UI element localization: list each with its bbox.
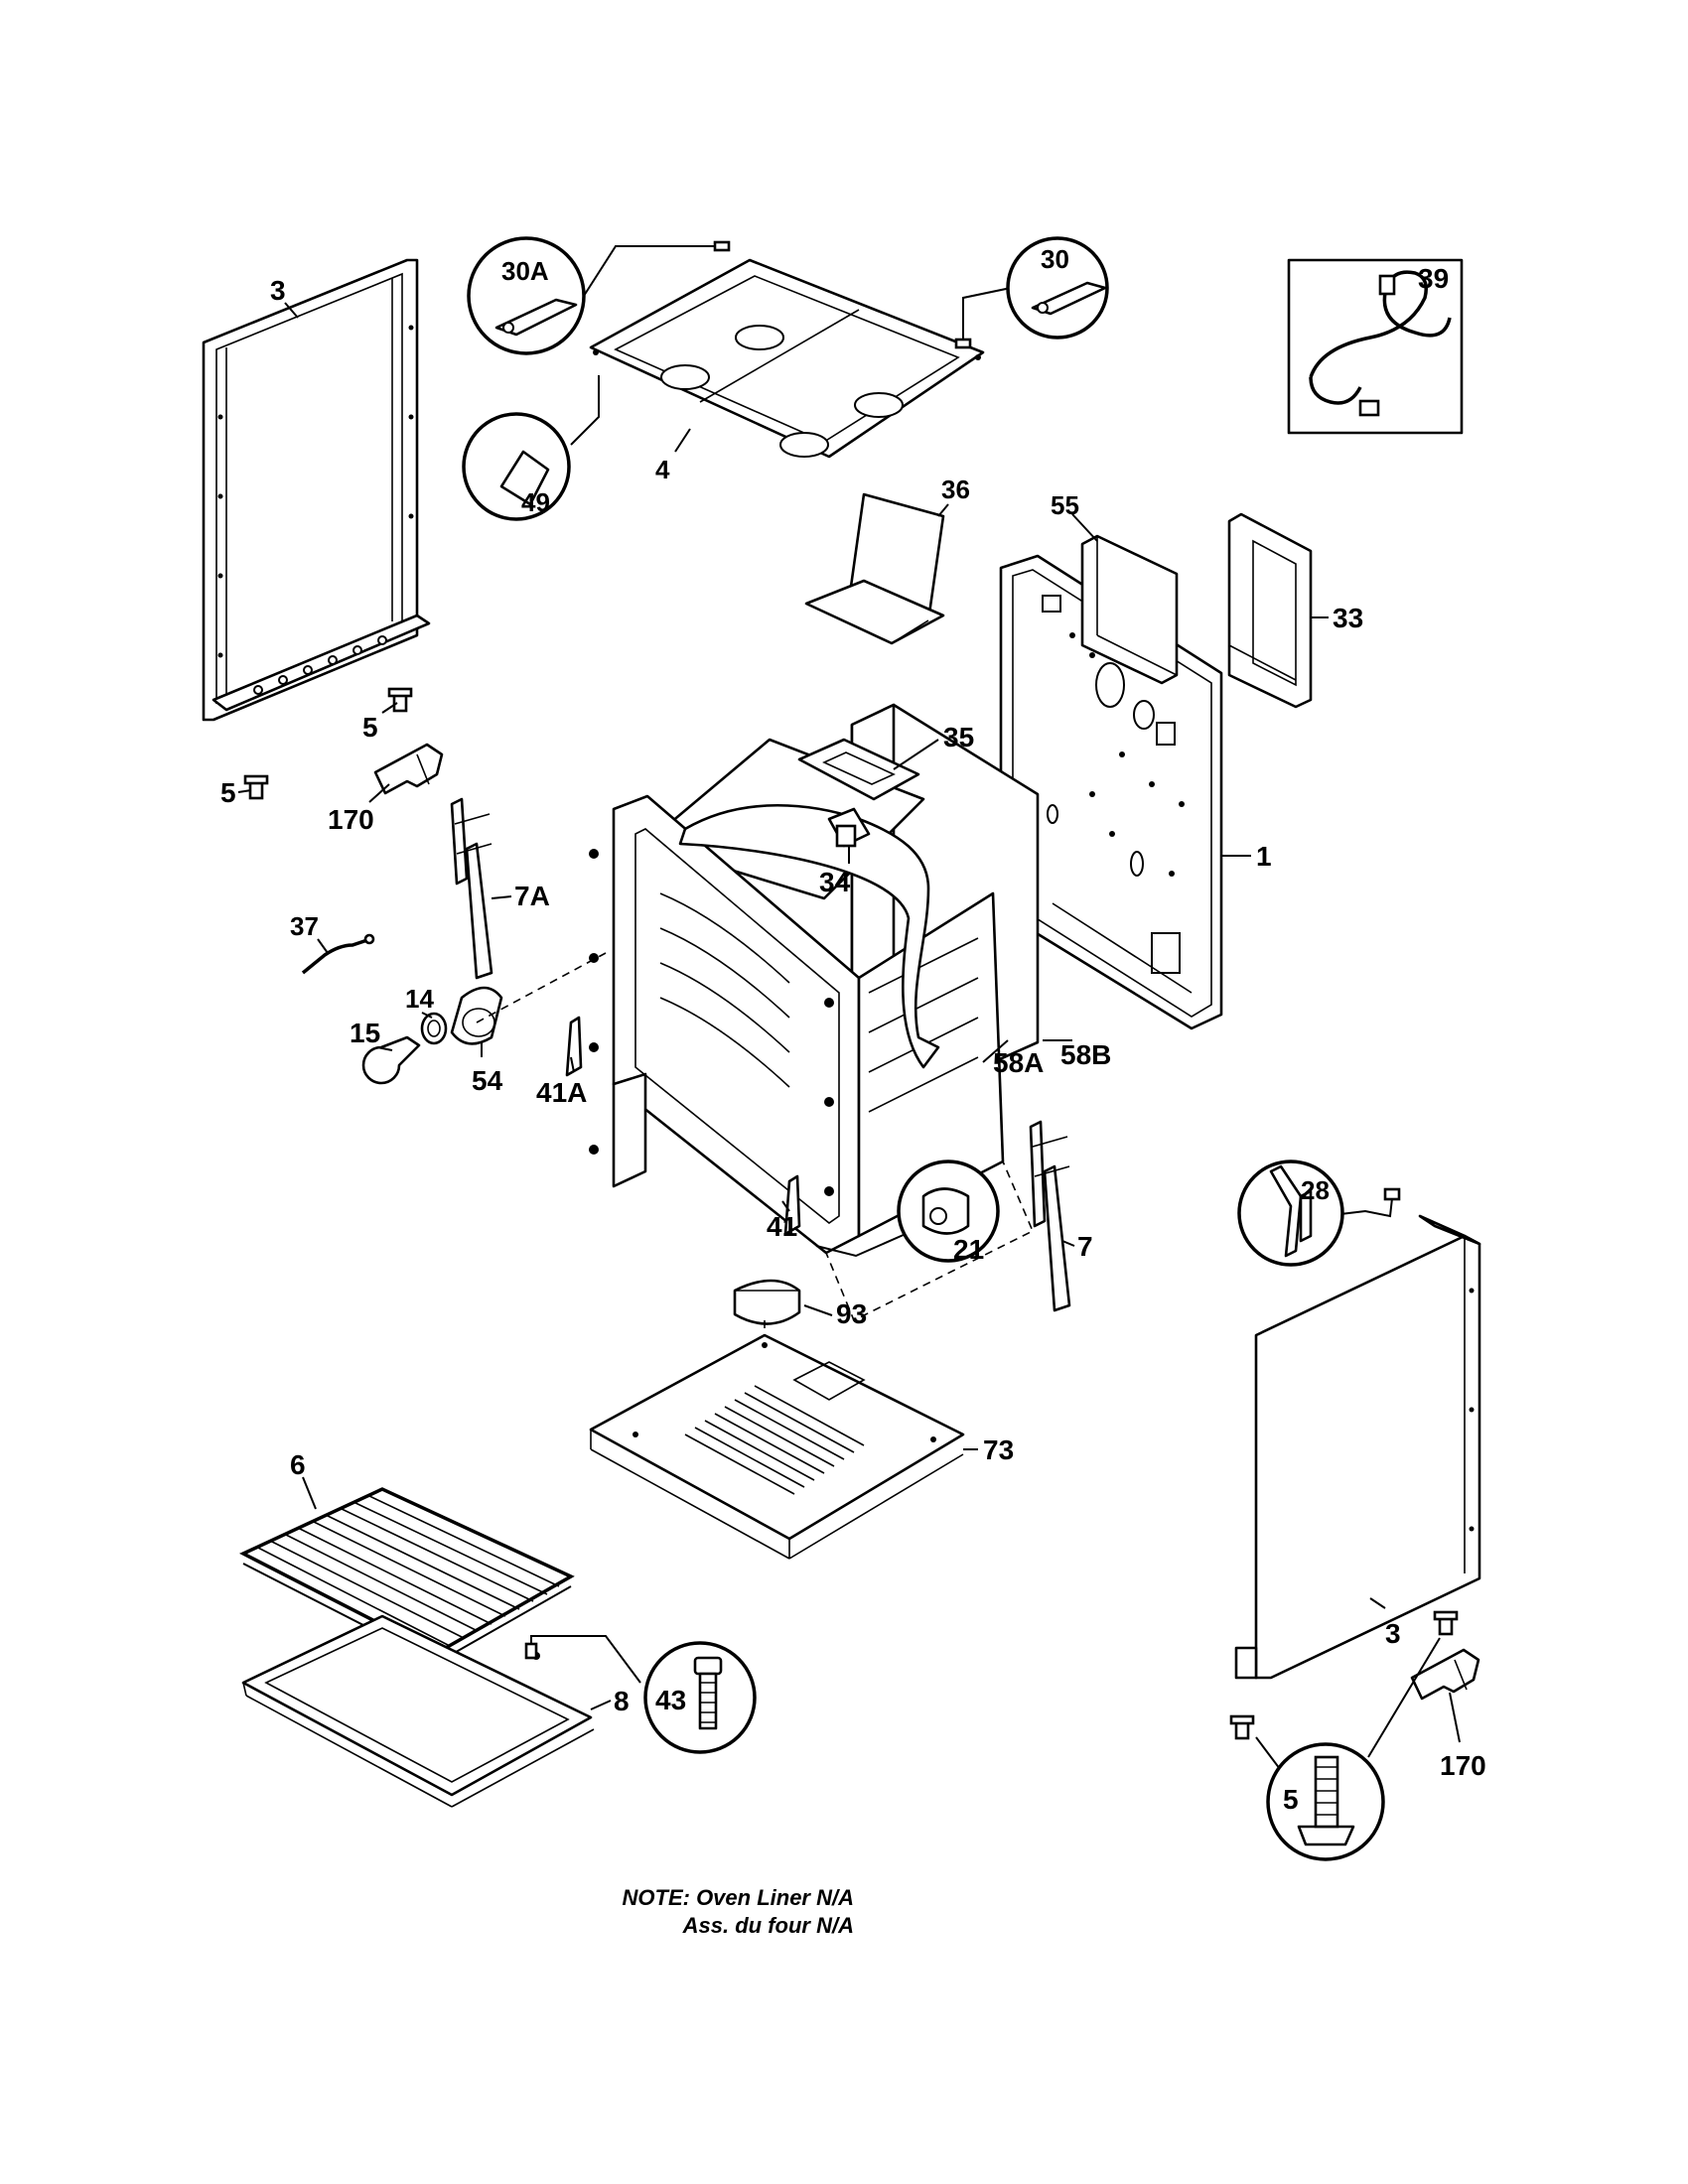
callout-30 xyxy=(954,236,1109,349)
label-49: 49 xyxy=(521,487,550,517)
bracket xyxy=(1080,534,1179,685)
label-58a: 58A xyxy=(993,1047,1044,1078)
label-1: 1 xyxy=(1256,841,1272,872)
label-34: 34 xyxy=(819,867,851,897)
callout-28 xyxy=(1237,1160,1401,1267)
label-170-right: 170 xyxy=(1440,1750,1486,1781)
label-37: 37 xyxy=(290,911,319,941)
power-cord-inset xyxy=(1287,258,1464,435)
anti-tip-bracket-left xyxy=(373,743,444,795)
vent-duct xyxy=(827,807,871,848)
label-41: 41 xyxy=(767,1211,797,1242)
label-36: 36 xyxy=(941,475,970,504)
label-7: 7 xyxy=(1077,1231,1093,1262)
anti-tip-bracket-right xyxy=(1410,1648,1480,1701)
left-side-panel xyxy=(202,258,431,722)
label-39: 39 xyxy=(1418,263,1449,294)
label-58b: 58B xyxy=(1060,1039,1111,1070)
leveling-leg-screw-b xyxy=(243,774,269,800)
label-15: 15 xyxy=(350,1018,380,1048)
oven-light-socket xyxy=(420,1012,448,1045)
right-side-panel xyxy=(1234,1214,1481,1680)
oven-cavity xyxy=(589,703,1040,1322)
label-6: 6 xyxy=(290,1449,306,1480)
leveling-leg-screw-d xyxy=(1433,1610,1459,1636)
label-41a: 41A xyxy=(536,1077,587,1108)
label-4: 4 xyxy=(655,455,670,484)
label-30a: 30A xyxy=(501,256,549,286)
label-43: 43 xyxy=(655,1685,686,1715)
note-line-english: NOTE: Oven Liner N/A xyxy=(622,1885,854,1910)
callout-43 xyxy=(524,1635,757,1754)
clip-41a xyxy=(565,1016,583,1077)
vent-baffle xyxy=(797,738,920,801)
label-5-a: 5 xyxy=(362,712,378,743)
rear-bracket xyxy=(1227,512,1313,709)
leveling-leg-screw-a xyxy=(387,687,413,713)
callout-5 xyxy=(1255,1637,1441,1861)
label-93: 93 xyxy=(836,1298,867,1329)
callout-49 xyxy=(462,375,600,521)
callout-30a xyxy=(467,236,731,355)
bottom-panel xyxy=(589,1333,965,1560)
label-5-b: 5 xyxy=(220,777,236,808)
ground-wire xyxy=(301,933,375,975)
right-hinge-receiver xyxy=(1029,1120,1071,1312)
oven-liner-note: NOTE: Oven Liner N/A Ass. du four N/A xyxy=(556,1884,854,1940)
label-54: 54 xyxy=(472,1065,503,1096)
label-33: 33 xyxy=(1333,603,1363,633)
label-28: 28 xyxy=(1301,1175,1330,1205)
label-55: 55 xyxy=(1051,490,1079,520)
upper-oven-vent xyxy=(804,492,945,645)
label-3-left: 3 xyxy=(270,275,286,306)
clip-41 xyxy=(783,1174,801,1236)
label-7a: 7A xyxy=(514,881,550,911)
label-5-c: 5 xyxy=(1283,1784,1299,1815)
oven-light-lens xyxy=(450,986,503,1045)
label-35: 35 xyxy=(943,722,974,752)
label-3-right: 3 xyxy=(1385,1618,1401,1649)
label-170-left: 170 xyxy=(328,804,374,835)
label-30: 30 xyxy=(1041,244,1069,274)
callout-21 xyxy=(815,1160,1000,1263)
label-73: 73 xyxy=(983,1434,1014,1465)
label-8: 8 xyxy=(614,1686,630,1716)
note-line-french: Ass. du four N/A xyxy=(682,1913,854,1938)
main-top xyxy=(589,258,985,459)
leveling-leg-screw-c xyxy=(1229,1714,1255,1740)
label-14: 14 xyxy=(405,984,434,1014)
oven-light-bulb xyxy=(361,1035,421,1085)
broiler-pan xyxy=(241,1614,595,1808)
label-21: 21 xyxy=(953,1234,984,1265)
module-93 xyxy=(733,1279,801,1325)
leader-lines xyxy=(237,302,1461,1743)
left-hinge-receiver xyxy=(450,797,493,980)
